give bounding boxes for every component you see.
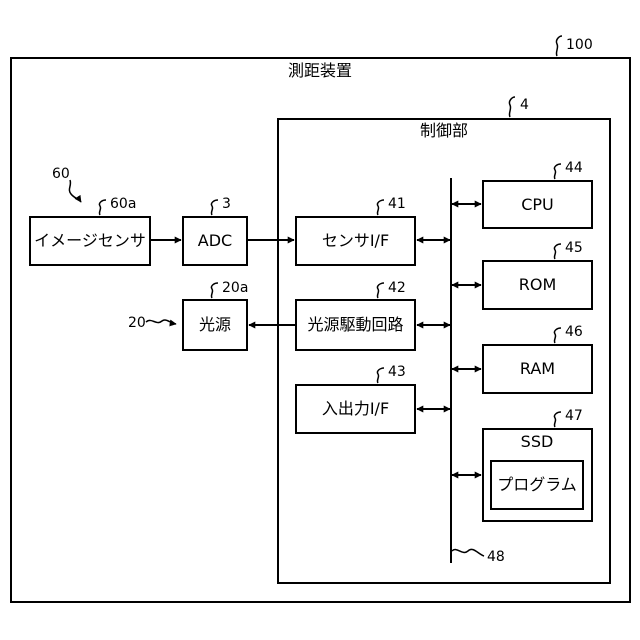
leader-3: [211, 200, 218, 215]
leader-60: [69, 180, 81, 202]
leader-45: [554, 244, 561, 259]
leader-41: [377, 200, 384, 215]
leader-48: [452, 549, 484, 556]
leader-42: [377, 283, 384, 298]
leader-20: [146, 320, 176, 324]
leader-100: [556, 36, 562, 56]
leader-47: [554, 412, 561, 427]
leader-4: [509, 97, 515, 117]
leader-43: [377, 368, 384, 383]
leader-60a: [99, 200, 106, 215]
leader-20a: [211, 283, 218, 298]
leader-44: [554, 164, 561, 179]
leader-46: [554, 328, 561, 343]
